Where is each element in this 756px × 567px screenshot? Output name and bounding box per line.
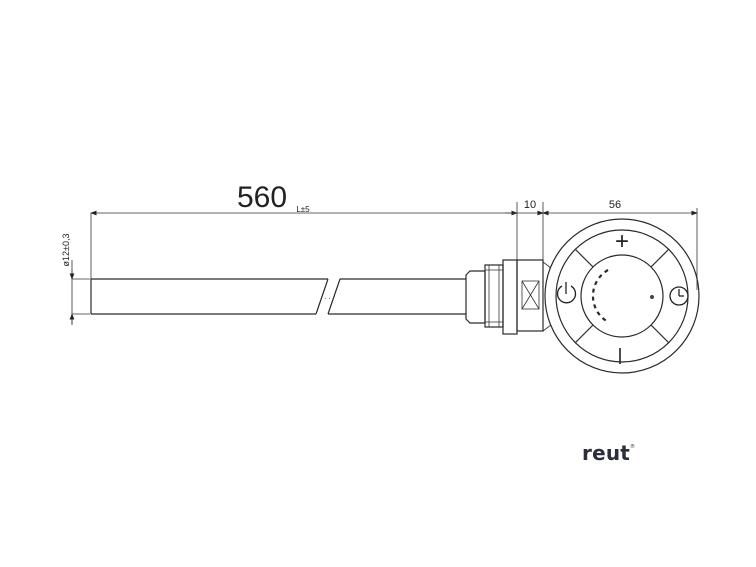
length-dimension: 560 L±5 10 56: [90, 181, 698, 314]
main-length-label: 560: [237, 181, 287, 214]
power-icon: [556, 282, 577, 304]
power-button[interactable]: [556, 282, 577, 304]
plus-button[interactable]: +: [615, 228, 629, 255]
thread-connector: [465, 259, 552, 335]
indicator-dot: [650, 295, 654, 299]
brand-name: reut: [582, 441, 631, 465]
timer-button[interactable]: [669, 286, 689, 306]
head-length-label: 56: [609, 199, 621, 211]
diameter-label: ø12±0,3: [61, 234, 71, 267]
brand-logo: reut®: [582, 441, 635, 465]
clock-icon: [669, 286, 689, 306]
heating-rod: . .: [90, 278, 466, 315]
registered-mark: ®: [630, 444, 636, 451]
level-indicator-arc: [591, 269, 609, 323]
plus-symbol: +: [615, 228, 629, 255]
thread-length-label: 10: [524, 199, 536, 211]
length-tolerance-label: L±5: [296, 205, 310, 214]
svg-text:. .: . .: [324, 292, 331, 301]
diameter-dimension: ø12±0,3: [61, 234, 90, 325]
